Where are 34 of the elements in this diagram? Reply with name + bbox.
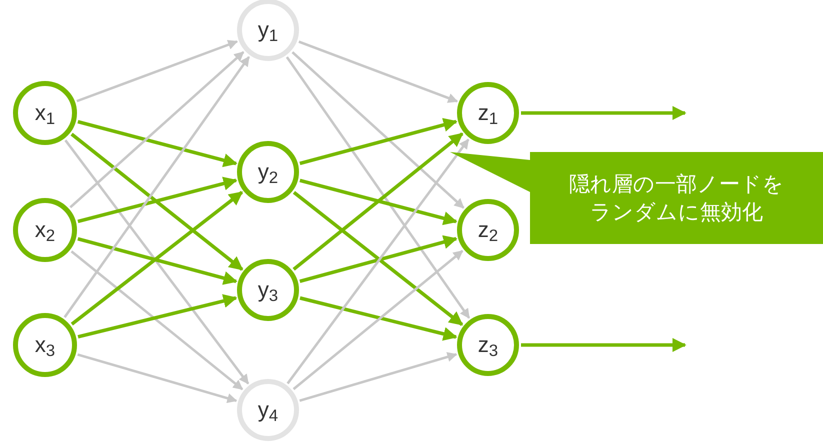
arrow <box>299 118 458 166</box>
neuron-label: x$_{1}$ <box>34 102 56 124</box>
arrow <box>292 51 464 209</box>
neuron-label: x$_{3}$ <box>34 334 56 356</box>
arrow <box>78 294 238 339</box>
arrow <box>77 237 238 285</box>
arrow <box>70 250 244 390</box>
arrow <box>300 296 458 341</box>
arrow <box>299 235 458 283</box>
neuron-label: z$_{1}$ <box>478 102 498 124</box>
arrow <box>292 191 464 326</box>
arrow <box>70 132 244 271</box>
neuron-label: y$_{2}$ <box>258 161 278 183</box>
neuron-label: y$_{1}$ <box>258 19 278 41</box>
arrow <box>521 106 686 120</box>
arrow <box>76 40 238 102</box>
arrow <box>77 176 238 224</box>
arrow <box>77 120 238 168</box>
arrow <box>521 338 686 352</box>
arrow <box>299 352 458 402</box>
neuron-label: y$_{4}$ <box>258 399 278 421</box>
callout-box <box>450 152 823 244</box>
neuron-label: z$_{3}$ <box>478 334 498 356</box>
arrow <box>70 190 244 326</box>
callout-text: 隠れ層の一部ノードをランダムに無効化 <box>568 170 785 226</box>
arrow <box>77 353 238 404</box>
arrow <box>69 51 244 208</box>
neuron-label: y$_{3}$ <box>258 279 278 301</box>
neuron-label: z$_{2}$ <box>478 219 498 241</box>
arrow <box>298 40 458 103</box>
arrow <box>299 178 458 226</box>
arrow <box>292 132 464 271</box>
arrow <box>292 250 464 390</box>
neuron-label: x$_{2}$ <box>34 219 56 241</box>
